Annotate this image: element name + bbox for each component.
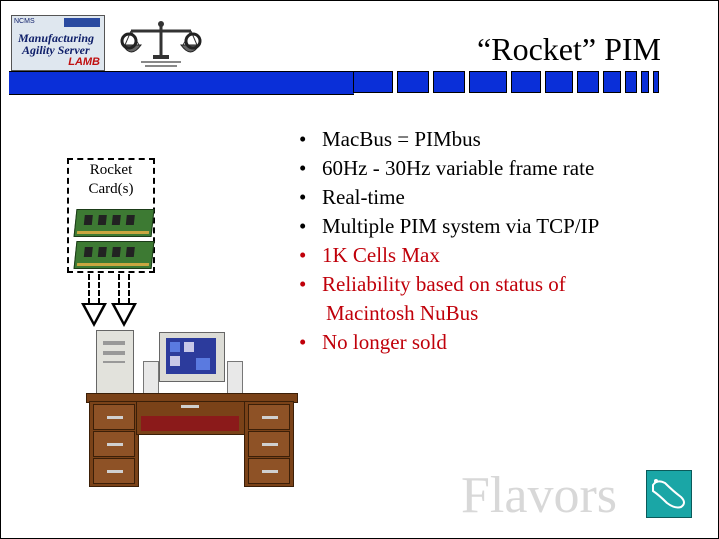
bullet-item: • No longer sold xyxy=(299,328,599,357)
bullet-item: Macintosh NuBus xyxy=(299,299,599,328)
rocket-label-line-1: Rocket xyxy=(89,162,133,178)
desk-drawers-right xyxy=(244,401,294,487)
logo-tag xyxy=(64,18,100,27)
band-square xyxy=(511,71,541,93)
rocket-card-label: Rocket Card(s) xyxy=(67,161,155,199)
bullet-text: 1K Cells Max xyxy=(322,243,440,267)
speaker-icon xyxy=(227,361,243,395)
bullet-text: Reliability based on status of xyxy=(322,272,566,296)
bullet-item: • Multiple PIM system via TCP/IP xyxy=(299,212,599,241)
rocket-card-dashed-box xyxy=(67,158,155,273)
speaker-icon xyxy=(143,361,159,395)
band-square xyxy=(577,71,599,93)
bullet-text: MacBus = PIMbus xyxy=(322,127,481,151)
bullet-dot-icon: • xyxy=(299,330,307,354)
band-square xyxy=(353,71,393,93)
rocket-card-board-icon xyxy=(73,209,155,237)
band-square xyxy=(545,71,573,93)
bullet-text: Macintosh NuBus xyxy=(326,301,479,325)
rocket-card-board-icon xyxy=(73,241,155,269)
bullet-item: • Real-time xyxy=(299,183,599,212)
bullet-text: No longer sold xyxy=(322,330,447,354)
shoe-print-icon xyxy=(646,470,692,518)
logo-brand: LAMB xyxy=(68,56,100,68)
logo-top-text: NCMS xyxy=(14,18,35,25)
bullet-item: • 60Hz - 30Hz variable frame rate xyxy=(299,154,599,183)
bullet-dot-icon: • xyxy=(299,127,307,151)
logo-line-1: Manufacturing xyxy=(18,31,95,45)
logo-line-2: Agility Server xyxy=(22,43,90,57)
flavors-watermark: Flavors xyxy=(461,467,617,524)
bullet-dot-icon: • xyxy=(299,156,307,180)
band-square xyxy=(397,71,429,93)
arrow-down-icon xyxy=(118,274,130,304)
bullet-item: • Reliability based on status of xyxy=(299,270,599,299)
manufacturing-agility-server-logo: NCMS Manufacturing Agility Server LAMB xyxy=(11,15,105,71)
band-square xyxy=(653,71,659,93)
bullet-text: Real-time xyxy=(322,185,405,209)
computer-tower-icon xyxy=(96,330,134,394)
band-square xyxy=(641,71,649,93)
slide-title: “Rocket” PIM xyxy=(477,31,661,67)
desk-drawers-left xyxy=(89,401,139,487)
band-square xyxy=(433,71,465,93)
scales-of-justice-icon xyxy=(120,21,202,67)
bullet-list: • MacBus = PIMbus • 60Hz - 30Hz variable fr… xyxy=(299,125,599,357)
bullet-item: • MacBus = PIMbus xyxy=(299,125,599,154)
bullet-dot-icon: • xyxy=(299,214,307,238)
bullet-item: • 1K Cells Max xyxy=(299,241,599,270)
bullet-text: Multiple PIM system via TCP/IP xyxy=(322,214,600,238)
band-square xyxy=(469,71,507,93)
header-band xyxy=(9,71,354,95)
band-square xyxy=(603,71,621,93)
arrow-down-icon xyxy=(88,274,100,304)
band-square xyxy=(625,71,637,93)
bullet-dot-icon: • xyxy=(299,243,307,267)
bullet-text: 60Hz - 30Hz variable frame rate xyxy=(322,156,595,180)
desk-middle-drawer xyxy=(136,401,246,435)
bullet-dot-icon: • xyxy=(299,185,307,209)
rocket-label-line-2: Card(s) xyxy=(88,181,134,197)
monitor-screen xyxy=(166,338,216,374)
bullet-dot-icon: • xyxy=(299,272,307,296)
monitor-icon xyxy=(159,332,225,382)
